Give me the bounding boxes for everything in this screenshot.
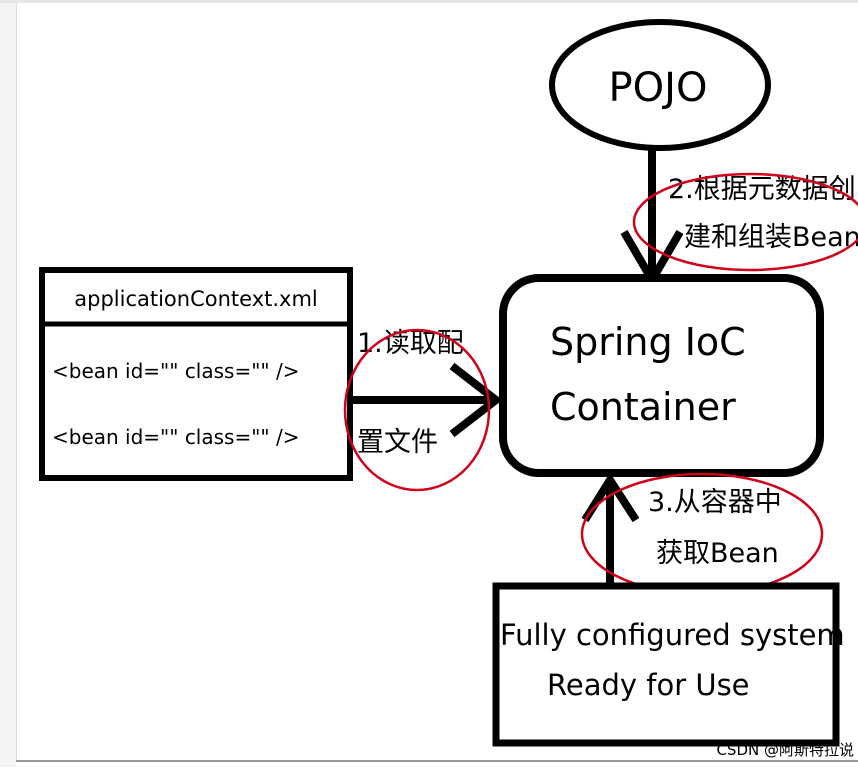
pojo-label: POJO: [609, 65, 708, 111]
result-line1: Fully configured system: [500, 618, 845, 652]
step1-highlight-ellipse: [343, 328, 491, 492]
result-line2: Ready for Use: [547, 668, 750, 702]
viewer-left-edge: [0, 0, 17, 767]
step3-line2: 获取Bean: [656, 538, 779, 569]
container-line1: Spring IoC: [550, 320, 746, 364]
bean-definition-2: <bean id="" class="" />: [52, 425, 299, 449]
step2-highlight-ellipse: [632, 172, 858, 272]
container-line2: Container: [550, 385, 736, 429]
viewer-bottom-edge: [16, 760, 858, 769]
step3-line1: 3.从容器中: [648, 487, 782, 518]
xml-arrowhead: [449, 362, 503, 438]
viewer-top-edge: [0, 0, 858, 3]
step2-line2: 建和组装Bean: [684, 222, 858, 253]
xml-file-title: applicationContext.xml: [74, 287, 318, 311]
result-arrowhead: [581, 472, 640, 523]
bean-definition-1: <bean id="" class="" />: [52, 359, 299, 383]
pojo-ellipse: [549, 19, 771, 151]
application-context-xml-box: [39, 267, 353, 481]
spring-ioc-container-box: [499, 274, 824, 477]
step1-line2: 置文件: [357, 427, 438, 458]
csdn-watermark: CSDN @阿斯特拉说: [716, 741, 854, 759]
step1-line1: 1.读取配: [357, 328, 464, 359]
fully-configured-system-box: [492, 582, 840, 747]
